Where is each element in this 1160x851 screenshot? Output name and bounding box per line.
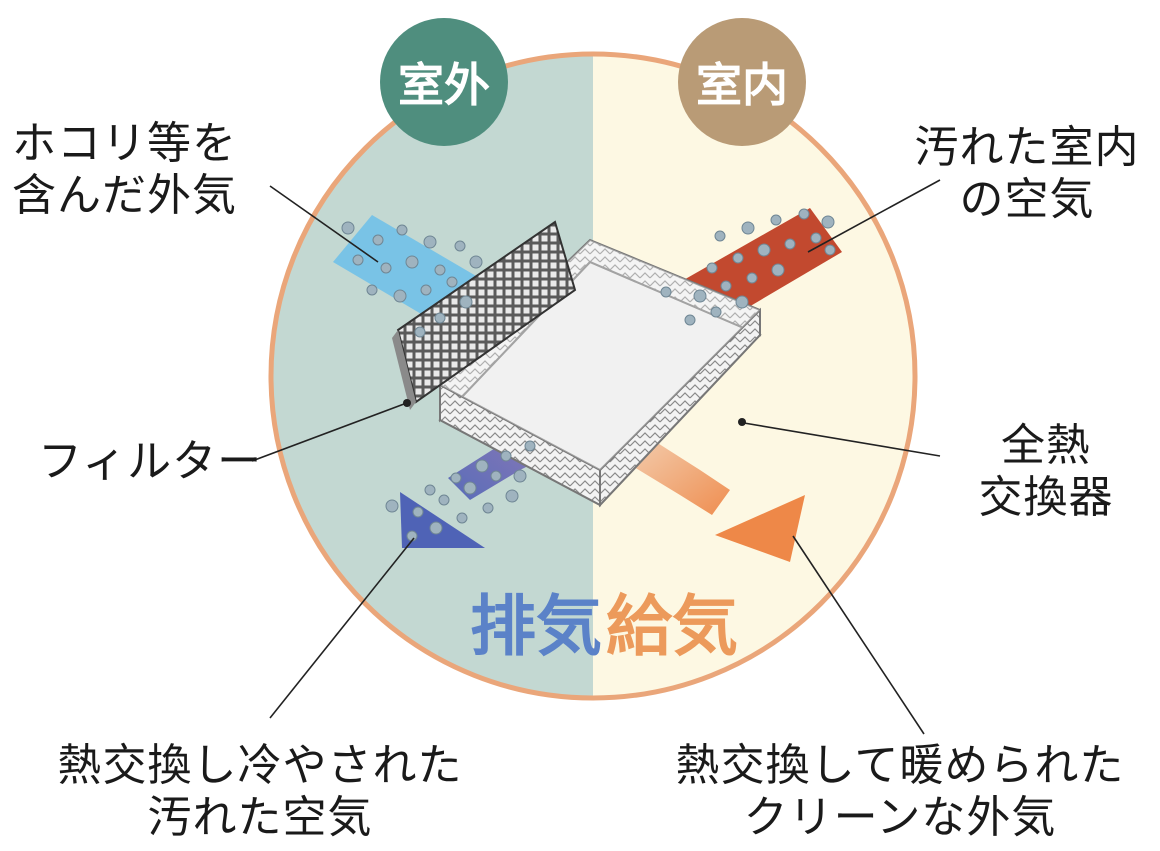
dust-particle [352,254,364,266]
dust-particle [720,280,732,292]
dust-particle [798,208,810,220]
filter-label: フィルター [38,436,263,487]
dust-particle [366,284,378,296]
dust-particle [341,221,355,235]
dust-particle [684,314,696,326]
dust-particle [423,235,437,249]
exhaust-label: 排気 [470,588,602,665]
dust-particle [757,243,771,257]
dust-particle [524,440,536,452]
heat-exchanger-core-icon [438,238,762,508]
dust-particle [393,289,407,303]
indoor-label: 室内 [696,58,788,112]
heat-exchanger-label: 全熱 交換器 [946,420,1146,524]
dust-particle [660,286,672,298]
dust-particle [710,306,722,318]
dust-particle [459,295,473,309]
dust-particle [693,289,707,303]
dust-particle [810,232,822,244]
warmed-clean-air-line-1: 熱交換して暖められた [675,740,1125,791]
outdoor-badge: 室外 [380,18,508,146]
circle-border [268,51,918,701]
dust-particle [490,470,502,482]
dust-particle [434,312,446,324]
dust-particle [414,326,426,338]
warmed-clean-air-label: 熱交換して暖められた クリーンな外気 [650,740,1150,844]
dusty-outdoor-air-line-2: 含んだ外気 [12,170,237,221]
dust-particle [770,214,782,226]
heat-exchanger-line-2: 交換器 [978,472,1114,523]
dusty-outdoor-air-line-1: ホコリ等を [12,118,237,169]
dust-particle [438,494,450,506]
dust-particle [500,450,512,462]
filter-panel-icon [392,220,577,410]
supply-label: 給気 [606,588,738,665]
dust-particle-icon [341,208,836,542]
dirty-indoor-air-label: 汚れた室内 の空気 [904,122,1150,226]
dust-particle [741,221,755,235]
dust-particle [412,506,424,518]
cooled-dirty-air-line-1: 熱交換し冷やされた [57,740,463,791]
dust-particle [454,240,466,252]
dust-particle [446,276,458,288]
dust-particle [456,512,468,524]
cooled-dirty-air-line-2: 汚れた空気 [147,792,373,843]
dust-particle [405,255,419,269]
dust-particle [746,272,758,284]
dust-particle [771,263,785,277]
dust-particle [420,284,432,296]
dust-particle [450,472,462,484]
dust-particle [434,264,446,276]
dust-particle [372,234,384,246]
dirty-indoor-air-line-2: の空気 [959,174,1095,225]
warmed-clean-air-line-2: クリーンな外気 [743,792,1057,843]
dust-particle [469,255,483,269]
dust-particle [505,489,519,503]
dusty-outdoor-air-label: ホコリ等を 含んだ外気 [12,118,237,222]
dust-particle [784,238,796,250]
dust-particle [732,252,744,264]
heat-exchanger-line-1: 全熱 [1001,420,1091,471]
dust-particle [735,295,749,309]
leader-lines [251,179,941,735]
dust-particle [475,459,489,473]
dust-particle [824,244,836,256]
dust-particle [482,502,494,514]
outdoor-label: 室外 [398,58,490,112]
dust-particle [821,215,835,229]
indoor-badge: 室内 [678,18,806,146]
dust-particle [714,230,726,242]
cooled-dirty-air-label: 熱交換し冷やされた 汚れた空気 [40,740,480,844]
dust-particle [706,262,718,274]
dust-particle [396,224,408,236]
dust-particle [424,484,436,496]
dust-particle [463,481,477,495]
dust-particle [429,521,443,535]
dust-particle [385,499,399,513]
dust-particle [380,262,392,274]
dirty-indoor-air-line-1: 汚れた室内 [914,122,1140,173]
dust-particle [513,469,527,483]
